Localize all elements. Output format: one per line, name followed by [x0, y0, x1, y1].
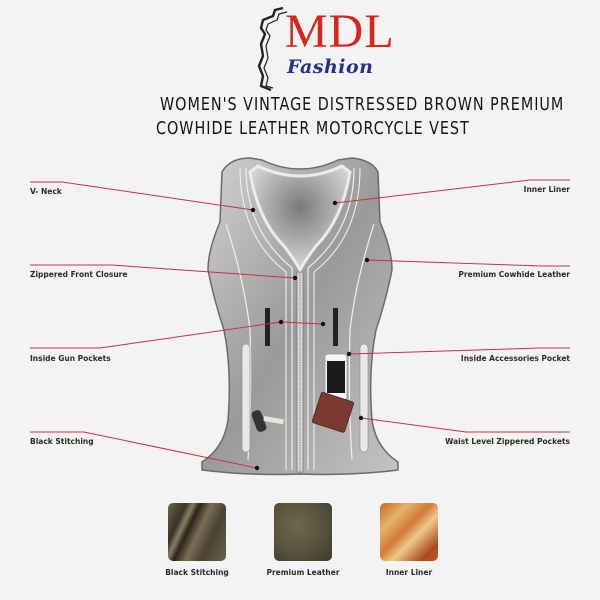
swatch-inner-liner — [380, 503, 438, 561]
callout-line-inner-liner — [334, 179, 570, 204]
callout-line-zipper — [30, 264, 296, 279]
callout-label-inside-accessories-pocket: Inside Accessories Pocket — [460, 354, 570, 363]
car-key-icon — [251, 410, 285, 432]
leather-hide-icon — [257, 6, 288, 92]
callout-dots — [250, 200, 370, 471]
swatch-label-premium-leather: Premium Leather — [266, 568, 340, 577]
callout-label-premium-cowhide-leather: Premium Cowhide Leather — [458, 270, 570, 279]
callout-label-inner-liner: Inner Liner — [523, 185, 570, 194]
callout-label-black-stitching: Black Stitching — [30, 437, 94, 446]
wallet-icon — [311, 391, 354, 433]
swatch-black-stitching — [168, 503, 226, 561]
swatch-label-black-stitching: Black Stitching — [165, 568, 229, 577]
callout-line-black-stitching — [30, 431, 258, 469]
vest-image — [201, 157, 399, 476]
callout-label-zippered-front-closure: Zippered Front Closure — [30, 270, 128, 279]
product-title-line-1: WOMEN'S VINTAGE DISTRESSED BROWN PREMIUM — [160, 95, 565, 115]
brand-name: MDL — [285, 5, 395, 58]
callout-lines — [30, 179, 570, 469]
swatch-premium-leather — [274, 503, 332, 561]
callout-label-inside-gun-pockets: Inside Gun Pockets — [30, 354, 111, 363]
callout-line-accessories-pocket — [348, 347, 570, 355]
brand-logo: MDL Fashion — [255, 4, 405, 94]
callout-line-v-neck — [30, 181, 254, 211]
callout-line-gun-pockets — [30, 321, 282, 349]
callout-label-waist-level-zippered-pockets: Waist Level Zippered Pockets — [445, 437, 570, 446]
product-title-line-2: COWHIDE LEATHER MOTORCYCLE VEST — [156, 119, 470, 139]
brand-subname: Fashion — [287, 56, 374, 78]
callout-line-premium-leather — [366, 259, 570, 267]
swatch-label-inner-liner: Inner Liner — [385, 568, 433, 577]
callout-line-waist-pockets — [360, 417, 570, 433]
callout-label-v-neck: V- Neck — [30, 187, 62, 196]
